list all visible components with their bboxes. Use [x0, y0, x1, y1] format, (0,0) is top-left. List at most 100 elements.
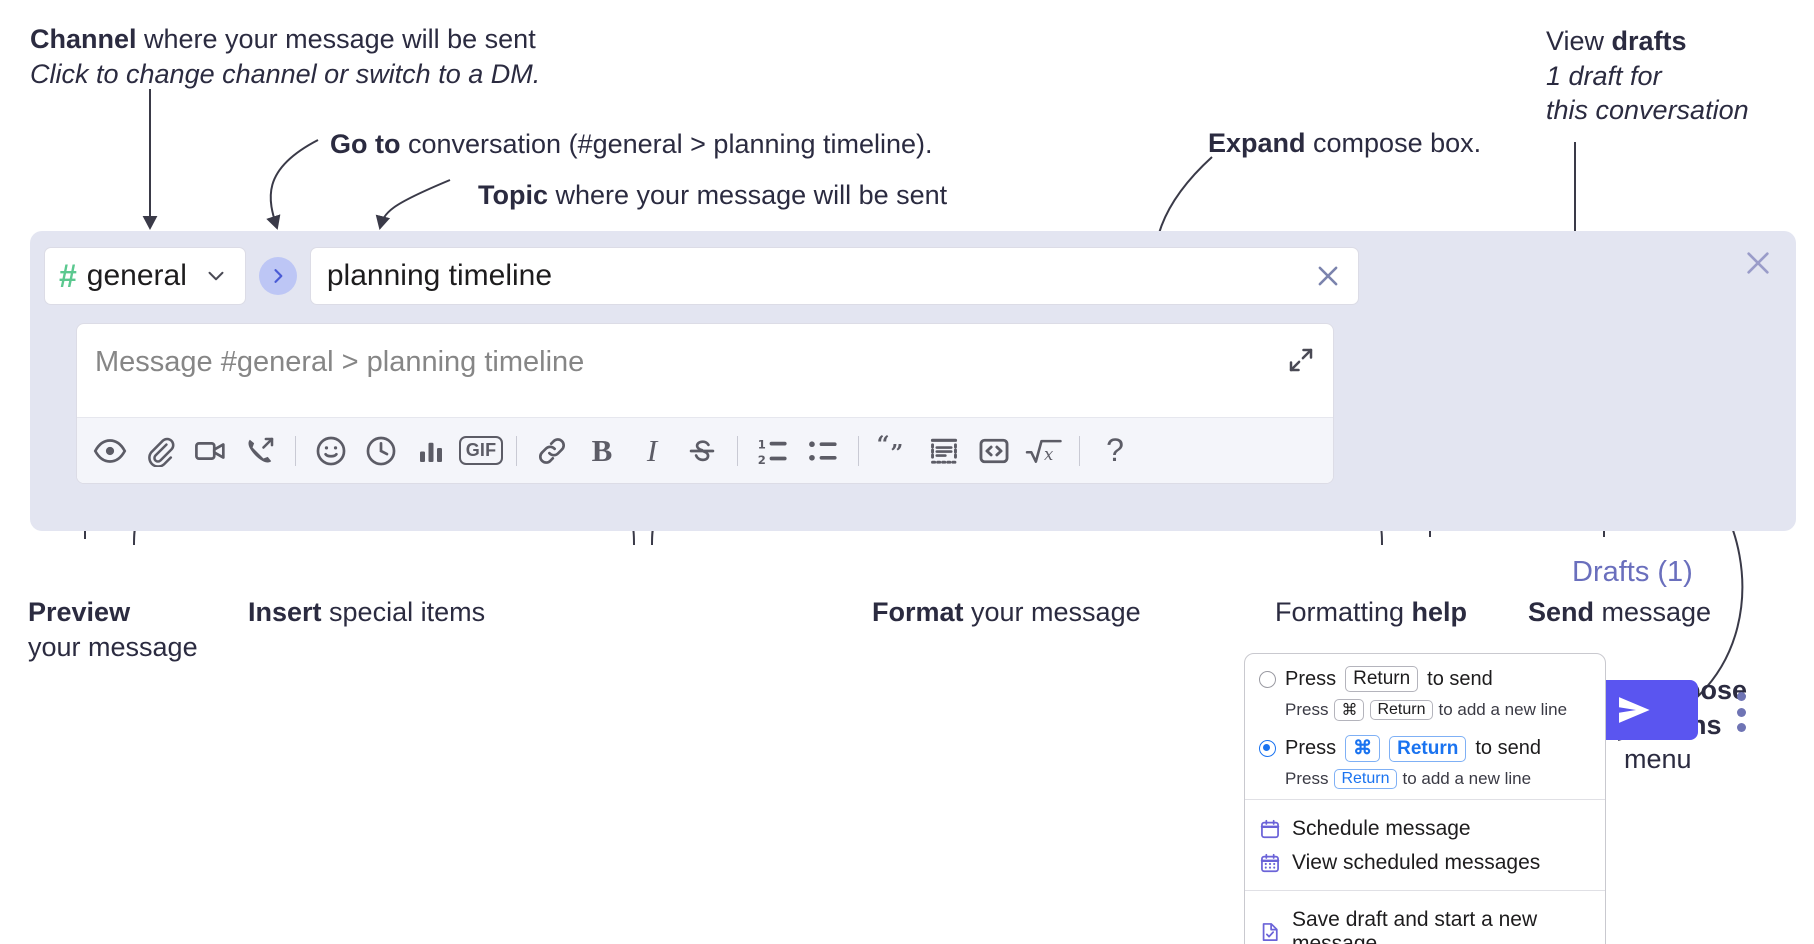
topic-value: planning timeline — [326, 259, 553, 292]
goto-conversation-button[interactable] — [258, 257, 297, 295]
inline-code-icon[interactable] — [969, 426, 1019, 476]
annotation-channel: Channel where your message will be sent … — [30, 22, 540, 91]
svg-text:1: 1 — [758, 437, 766, 451]
key-return: Return — [1334, 769, 1397, 789]
toolbar-divider — [858, 435, 859, 466]
annotation-compose-options-rest: menu — [1624, 744, 1692, 775]
menu-item-view-scheduled[interactable]: View scheduled messages — [1259, 846, 1591, 880]
topic-input[interactable]: planning timeline — [309, 247, 1359, 305]
compose-panel: # general planning timeline Message #ge — [30, 231, 1796, 740]
menu-item-save-draft[interactable]: Save draft and start a new message — [1259, 903, 1591, 944]
menu-item-label: View scheduled messages — [1292, 851, 1541, 874]
annotation-channel-rest: where your message will be sent — [136, 24, 536, 54]
annotation-help-bold: help — [1411, 597, 1468, 627]
annotation-insert: Insert special items — [248, 595, 485, 630]
option-press-return[interactable]: Press Return to send — [1259, 666, 1591, 692]
annotation-expand: Expand compose box. — [1208, 126, 1481, 161]
svg-text:x: x — [1044, 444, 1054, 463]
option-return-pre: Press — [1285, 667, 1337, 690]
radio-selected-icon[interactable] — [1259, 740, 1276, 757]
gif-icon[interactable]: GIF — [456, 426, 506, 476]
poll-icon[interactable] — [406, 426, 456, 476]
option-return-hint: Press ⌘ Return to add a new line — [1285, 699, 1591, 721]
preview-icon[interactable] — [85, 426, 135, 476]
strikethrough-icon[interactable] — [677, 426, 727, 476]
emoji-icon[interactable] — [306, 426, 356, 476]
channel-selector[interactable]: # general — [44, 247, 246, 305]
kebab-dot — [1736, 723, 1746, 732]
annotation-expand-rest: compose box. — [1305, 128, 1482, 158]
annotation-topic: Topic where your message will be sent — [478, 178, 947, 213]
annotation-channel-bold: Channel — [30, 24, 137, 54]
italic-glyph: I — [646, 432, 658, 468]
link-icon[interactable] — [527, 426, 577, 476]
compose-options-button[interactable] — [1724, 690, 1758, 734]
hint-post: to add a new line — [1402, 769, 1532, 788]
key-return: Return — [1345, 666, 1419, 692]
annotation-drafts: View drafts 1 draft for this conversatio… — [1546, 24, 1749, 128]
schedule-section: Schedule message View scheduled messages — [1245, 799, 1605, 890]
hint-post: to add a new line — [1438, 700, 1568, 719]
annotation-format-rest: your message — [963, 597, 1141, 627]
bold-icon[interactable]: B — [577, 426, 627, 476]
option-return-post: to send — [1427, 667, 1493, 690]
menu-item-label: Schedule message — [1292, 817, 1471, 840]
menu-item-schedule-message[interactable]: Schedule message — [1259, 812, 1591, 846]
annotation-send-rest: message — [1594, 597, 1712, 627]
svg-text:2: 2 — [758, 452, 766, 466]
calendar-schedule-icon — [1259, 818, 1281, 840]
toolbar-divider — [295, 435, 296, 466]
toolbar-divider — [737, 435, 738, 466]
blockquote-icon[interactable]: “ ” — [869, 426, 919, 476]
hint-pre: Press — [1285, 700, 1329, 719]
video-icon[interactable] — [185, 426, 235, 476]
annotation-channel-italic: Click to change channel or switch to a D… — [30, 58, 541, 89]
clear-topic-icon[interactable] — [1310, 258, 1346, 294]
annotation-drafts-lead: View — [1546, 26, 1612, 56]
message-input-box[interactable]: Message #general > planning timeline — [76, 323, 1334, 484]
annotation-drafts-italic1: 1 draft for — [1546, 60, 1662, 91]
code-block-icon[interactable] — [919, 426, 969, 476]
annotation-preview-bold: Preview — [28, 597, 131, 627]
close-icon[interactable] — [1738, 243, 1778, 283]
annotation-preview-rest: your message — [28, 631, 198, 662]
key-return: Return — [1370, 700, 1433, 720]
expand-compose-icon[interactable] — [1283, 342, 1319, 378]
math-icon[interactable]: x — [1019, 426, 1069, 476]
help-glyph: ? — [1106, 432, 1124, 468]
svg-text:“: “ — [877, 433, 890, 458]
annotation-topic-rest: where your message will be sent — [548, 180, 948, 210]
attach-icon[interactable] — [135, 426, 185, 476]
annotation-send: Send message — [1528, 595, 1711, 630]
toolbar-divider — [1079, 435, 1080, 466]
key-return: Return — [1389, 735, 1467, 762]
annotation-send-bold: Send — [1528, 597, 1595, 627]
annotation-goto-bold: Go to — [330, 129, 401, 159]
bulleted-list-icon[interactable] — [798, 426, 848, 476]
drafts-link[interactable]: Drafts (1) — [1572, 556, 1693, 588]
channel-name: general — [86, 259, 187, 292]
kebab-dot — [1736, 692, 1746, 701]
italic-icon[interactable]: I — [627, 426, 677, 476]
radio-unselected-icon[interactable] — [1259, 670, 1276, 688]
chevron-down-icon — [203, 263, 229, 289]
annotation-insert-rest: special items — [321, 597, 486, 627]
save-draft-icon — [1259, 921, 1281, 943]
option-press-cmd-return[interactable]: Press ⌘ Return to send — [1259, 735, 1591, 762]
help-icon[interactable]: ? — [1090, 426, 1140, 476]
send-shortcut-options: Press Return to send Press ⌘ Return to a… — [1245, 654, 1605, 799]
formatting-toolbar: GIF B I — [77, 417, 1333, 483]
bold-glyph: B — [591, 432, 613, 468]
menu-item-label: Save draft and start a new message — [1292, 908, 1538, 944]
option-cmd-post: to send — [1475, 737, 1541, 759]
ordered-list-icon[interactable]: 1 2 — [748, 426, 798, 476]
hash-icon: # — [59, 258, 77, 294]
compose-header-row: # general planning timeline — [44, 247, 1359, 305]
audio-call-icon[interactable] — [235, 426, 285, 476]
clock-icon[interactable] — [356, 426, 406, 476]
annotation-drafts-bold: drafts — [1611, 26, 1687, 56]
compose-options-menu: Press Return to send Press ⌘ Return to a… — [1244, 653, 1606, 944]
option-cmd-pre: Press — [1285, 737, 1337, 759]
annotation-formatting-help: Formatting help — [1275, 595, 1467, 630]
